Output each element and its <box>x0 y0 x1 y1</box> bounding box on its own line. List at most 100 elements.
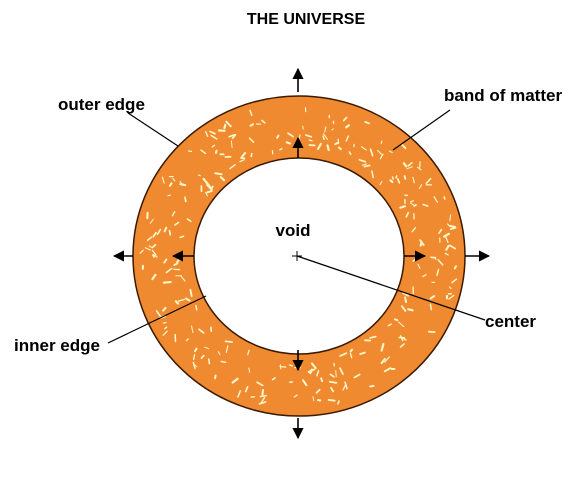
matter-speckle <box>337 400 340 405</box>
diagram-title: THE UNIVERSE <box>247 11 366 28</box>
matter-speckle <box>191 325 194 334</box>
matter-speckle <box>402 162 408 168</box>
matter-speckle <box>437 259 444 266</box>
matter-speckle <box>358 158 367 163</box>
matter-speckle <box>401 292 409 297</box>
matter-speckle <box>192 363 198 368</box>
matter-speckle <box>417 166 422 171</box>
matter-speckle <box>261 389 265 396</box>
matter-speckle <box>316 142 322 150</box>
matter-speckle <box>167 194 171 197</box>
matter-speckle <box>189 288 193 298</box>
matter-speckle <box>334 141 340 146</box>
matter-speckle <box>162 280 172 284</box>
matter-speckle <box>184 196 187 203</box>
label-band-of-matter: band of matter <box>444 86 562 105</box>
matter-speckle <box>162 330 168 336</box>
matter-speckle <box>330 386 335 393</box>
matter-speckle <box>316 370 320 377</box>
matter-speckle <box>202 177 209 185</box>
matter-speckle <box>404 296 408 304</box>
matter-speckle <box>208 358 211 365</box>
matter-speckle <box>345 124 350 129</box>
matter-speckle <box>380 342 385 352</box>
matter-speckle <box>287 132 294 138</box>
matter-speckle <box>389 179 394 184</box>
matter-speckle <box>163 226 168 233</box>
matter-speckle <box>393 318 399 322</box>
matter-speckle <box>380 140 383 145</box>
matter-speckle <box>223 123 227 130</box>
matter-speckle <box>163 258 168 264</box>
label-center: center <box>485 312 536 331</box>
matter-speckle <box>304 134 313 138</box>
matter-speckle <box>152 253 158 258</box>
matter-speckle <box>445 236 449 243</box>
matter-speckle <box>210 134 218 140</box>
matter-speckle <box>400 143 407 150</box>
matter-speckle <box>410 200 414 203</box>
matter-speckle <box>152 231 157 238</box>
matter-speckle <box>425 177 432 185</box>
matter-speckle <box>331 128 334 131</box>
matter-speckle <box>209 130 216 135</box>
matter-speckle <box>214 374 217 380</box>
matter-speckle <box>449 244 457 250</box>
matter-speckle <box>225 345 229 353</box>
matter-speckle <box>348 151 352 156</box>
matter-speckle <box>429 303 433 311</box>
matter-speckle <box>197 174 201 177</box>
matter-speckle <box>200 149 207 155</box>
matter-speckle <box>174 221 180 226</box>
matter-speckle <box>164 326 168 330</box>
matter-speckle <box>409 202 414 206</box>
matter-speckle <box>302 379 308 387</box>
matter-speckle <box>279 147 283 151</box>
matter-speckle <box>256 381 264 387</box>
matter-speckle <box>293 394 298 398</box>
matter-speckle <box>309 368 313 375</box>
matter-speckle <box>310 362 317 370</box>
matter-speckle <box>171 211 176 217</box>
matter-speckle <box>342 383 347 391</box>
matter-speckle <box>335 370 337 378</box>
matter-speckle <box>149 218 154 224</box>
matter-speckle <box>380 357 386 365</box>
matter-speckle <box>205 191 208 197</box>
matter-speckle <box>239 159 245 163</box>
matter-speckle <box>395 175 398 179</box>
matter-speckle <box>220 360 227 363</box>
matter-speckle <box>360 146 367 151</box>
matter-speckle <box>195 304 198 311</box>
matter-speckle <box>285 141 291 145</box>
matter-speckle <box>377 149 383 155</box>
matter-speckle <box>161 176 165 184</box>
matter-speckle <box>271 377 276 381</box>
matter-speckle <box>371 170 374 179</box>
matter-speckle <box>200 354 205 359</box>
matter-speckle <box>451 278 458 284</box>
matter-speckle <box>248 367 251 373</box>
matter-speckle <box>328 380 338 384</box>
matter-speckle <box>353 373 361 379</box>
matter-speckle <box>433 196 438 203</box>
matter-speckle <box>399 343 405 348</box>
matter-speckle <box>206 184 213 191</box>
matter-speckle <box>379 153 384 160</box>
matter-speckle <box>211 144 216 148</box>
matter-speckle <box>180 275 186 282</box>
matter-speckle <box>363 164 371 168</box>
matter-speckle <box>219 176 226 182</box>
matter-speckle <box>174 300 180 305</box>
matter-speckle <box>417 263 421 269</box>
leader-inner-edge <box>107 295 207 344</box>
matter-speckle <box>443 232 450 238</box>
matter-speckle <box>214 172 223 176</box>
matter-speckle <box>244 386 249 393</box>
matter-speckle <box>261 119 266 124</box>
matter-speckle <box>398 321 405 328</box>
matter-speckle <box>192 354 196 361</box>
label-void: void <box>276 221 311 240</box>
matter-speckle <box>349 348 354 353</box>
matter-speckle <box>156 228 162 235</box>
